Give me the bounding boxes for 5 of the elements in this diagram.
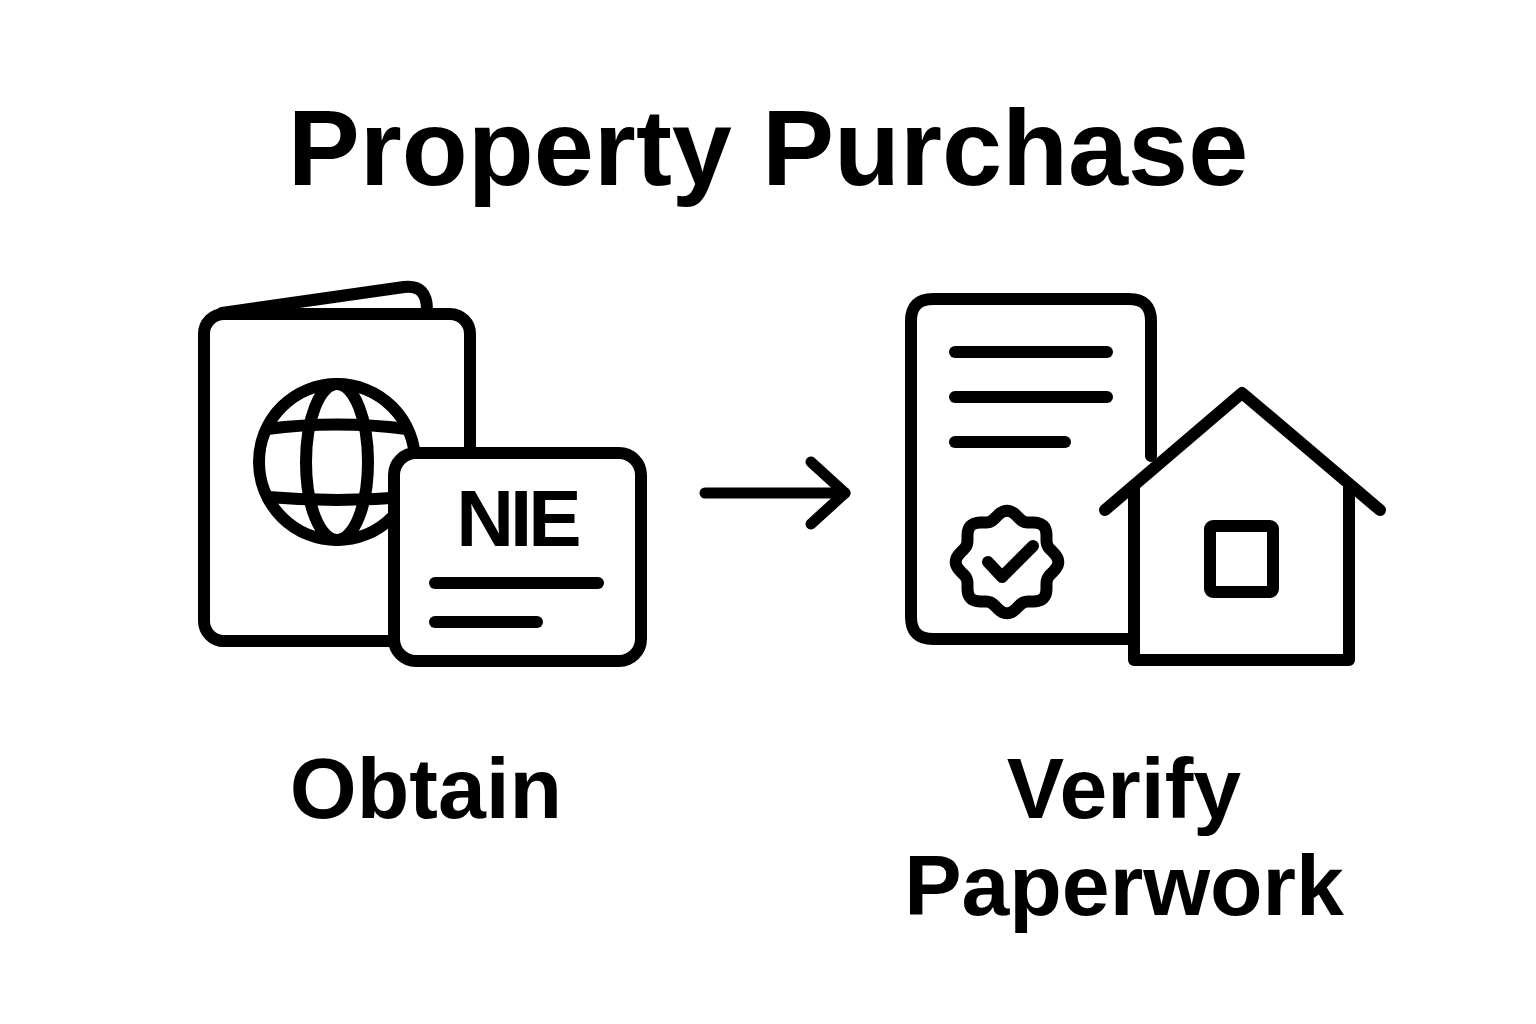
diagram-title: Property Purchase bbox=[286, 86, 1250, 210]
card-label: NIE bbox=[456, 474, 578, 564]
arrow bbox=[699, 456, 851, 530]
step-caption: Obtain bbox=[288, 740, 564, 837]
step-caption: Verify Paperwork bbox=[903, 740, 1345, 934]
